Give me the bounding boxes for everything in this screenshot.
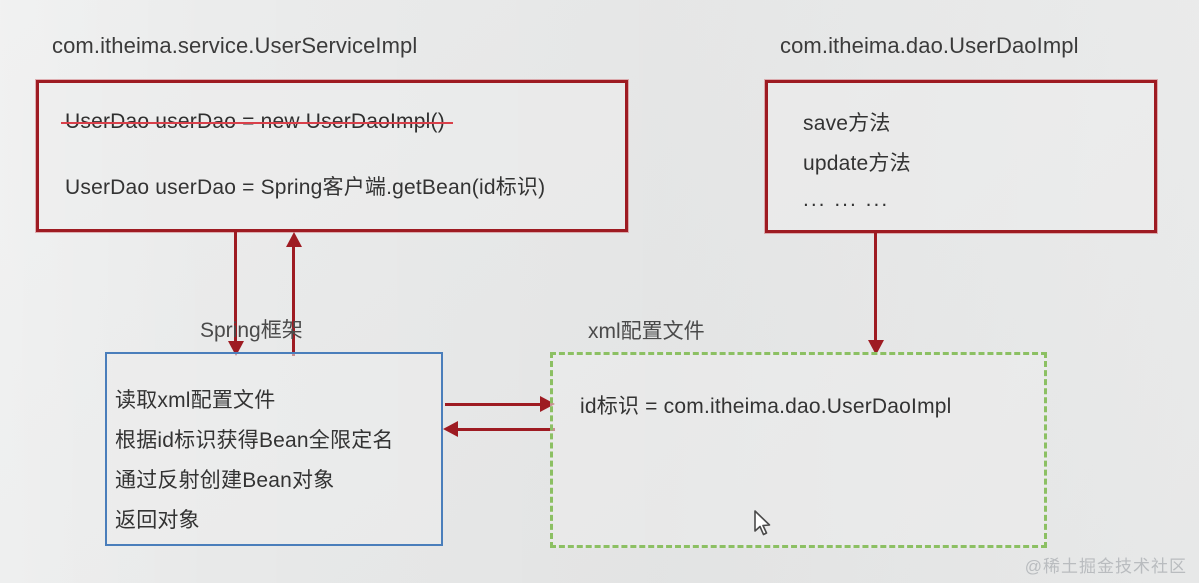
spring-framework-box: 读取xml配置文件 根据id标识获得Bean全限定名 通过反射创建Bean对象 … — [105, 352, 443, 546]
arrow-spring-to-service-up — [285, 232, 302, 356]
dao-method-update: update方法 — [803, 152, 911, 175]
arrow-spring-to-xml-right — [445, 396, 555, 412]
arrow-shaft — [874, 233, 877, 341]
arrow-shaft — [292, 246, 295, 356]
xml-config-caption: xml配置文件 — [588, 320, 705, 343]
spring-step-3: 通过反射创建Bean对象 — [115, 469, 335, 492]
watermark-text: @稀土掘金技术社区 — [1024, 557, 1187, 576]
service-struck-text: UserDao userDao = new UserDaoImpl() — [65, 110, 445, 133]
arrow-shaft — [445, 402, 541, 406]
service-class-title: com.itheima.service.UserServiceImpl — [52, 33, 418, 58]
dao-impl-box: save方法 update方法 ... ... ... — [765, 80, 1157, 233]
xml-config-box: id标识 = com.itheima.dao.UserDaoImpl — [550, 352, 1047, 548]
arrowhead-up-icon — [285, 232, 302, 247]
xml-bean-entry: id标识 = com.itheima.dao.UserDaoImpl — [580, 395, 952, 418]
dao-class-title: com.itheima.dao.UserDaoImpl — [780, 33, 1079, 58]
service-active-line: UserDao userDao = Spring客户端.getBean(id标识… — [65, 176, 546, 199]
strikethrough-line — [61, 122, 453, 125]
spring-step-2: 根据id标识获得Bean全限定名 — [115, 429, 394, 452]
dao-method-save: save方法 — [803, 112, 891, 135]
service-impl-box: UserDao userDao = new UserDaoImpl() User… — [36, 80, 628, 232]
arrow-shaft — [457, 427, 555, 431]
spring-step-4: 返回对象 — [115, 509, 200, 532]
spring-step-1: 读取xml配置文件 — [115, 389, 276, 412]
service-struck-line: UserDao userDao = new UserDaoImpl() — [61, 110, 453, 134]
arrow-shaft — [234, 232, 237, 342]
spring-framework-caption: Spring框架 — [200, 319, 303, 342]
arrow-xml-to-spring-left — [443, 421, 555, 437]
dao-method-ellipsis: ... ... ... — [803, 188, 890, 211]
arrowhead-left-icon — [443, 421, 458, 437]
arrowhead-down-icon — [867, 340, 884, 355]
arrow-dao-to-xml-down — [867, 233, 884, 357]
